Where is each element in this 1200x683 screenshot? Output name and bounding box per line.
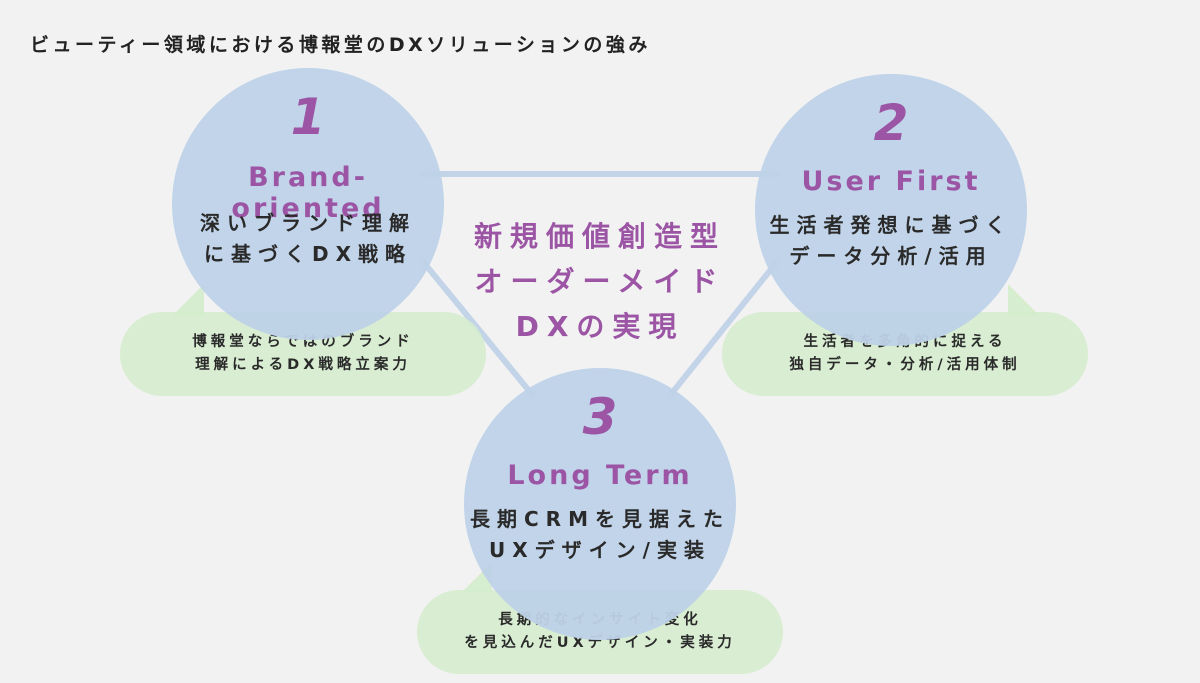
strength-2-desc: 生活者発想に基づく データ分析/活用 <box>755 210 1027 272</box>
strength-3-desc: 長期CRMを見据えた UXデザイン/実装 <box>464 504 736 566</box>
connector-2-3 <box>665 256 783 400</box>
bubble-2-tail <box>1008 284 1040 316</box>
bubble-1-line-1: 博報堂ならではのブランド <box>192 334 414 350</box>
diagram-title: ビューティー領域における博報堂のDXソリューションの強み <box>30 34 651 56</box>
strength-1-desc-line-1: 深いブランド理解 <box>200 211 416 235</box>
strength-1-desc-line-2: に基づくDX戦略 <box>203 242 413 266</box>
strength-1-name: Brand-oriented <box>231 162 385 224</box>
bubble-3-line-2: を見込んだUXデザイン・実装力 <box>464 635 736 651</box>
strength-1-desc: 深いブランド理解 に基づくDX戦略 <box>172 208 444 270</box>
strength-1-number: 1 <box>290 88 326 146</box>
strength-2-name: User First <box>801 166 981 197</box>
center-statement: 新規価値創造型 オーダーメイド DXの実現 <box>455 214 745 349</box>
strength-circle-1: 1 Brand-oriented 深いブランド理解 に基づくDX戦略 <box>172 68 444 340</box>
bubble-1-tail <box>172 284 204 316</box>
strength-2-desc-line-1: 生活者発想に基づく <box>769 213 1013 237</box>
center-line-1: 新規価値創造型 <box>473 220 726 253</box>
strength-2-number: 2 <box>873 94 909 152</box>
strength-circle-3: 3 Long Term 長期CRMを見据えた UXデザイン/実装 <box>464 368 736 640</box>
center-line-2: オーダーメイド <box>474 265 726 298</box>
bubble-2-line-2: 独自データ・分析/活用体制 <box>789 357 1021 373</box>
strength-3-number: 3 <box>582 388 618 446</box>
strength-3-desc-line-2: UXデザイン/実装 <box>489 538 711 562</box>
strength-2-desc-line-2: データ分析/活用 <box>789 244 993 268</box>
strength-3-desc-line-1: 長期CRMを見据えた <box>470 507 730 531</box>
strength-circle-2: 2 User First 生活者発想に基づく データ分析/活用 <box>755 74 1027 346</box>
strength-3-name: Long Term <box>507 460 693 491</box>
bubble-1-line-2: 理解によるDX戦略立案力 <box>195 357 411 373</box>
center-line-3: DXの実現 <box>515 310 685 343</box>
